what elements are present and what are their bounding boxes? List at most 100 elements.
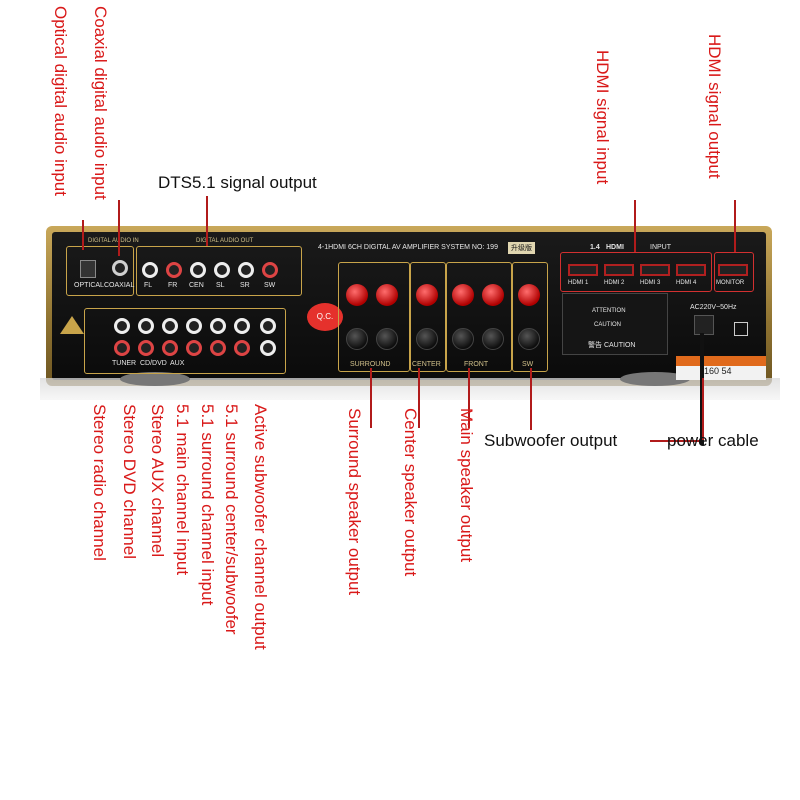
qc-badge: Q.C. — [307, 303, 343, 331]
dts-fr-jack — [166, 262, 182, 278]
digital-input-section — [66, 246, 134, 296]
optical-leader-line — [82, 220, 84, 250]
active-subwoofer-output-label: Active subwoofer channel output — [251, 404, 270, 650]
hdmi-2-port — [604, 264, 634, 276]
dts-sw-label: SW — [264, 282, 276, 289]
upgrade-badge: 升级版 — [508, 242, 535, 254]
sw-black-post — [518, 328, 540, 350]
dts-sr-label: SR — [240, 282, 250, 289]
surround-leader-line — [370, 368, 372, 428]
dts-fr-label: FR — [168, 282, 178, 289]
center-leader-line — [418, 368, 420, 428]
surround-terminal-group — [338, 262, 410, 372]
center-black-post — [416, 328, 438, 350]
monitor-label: MONITOR — [716, 280, 745, 286]
coaxial-leader-line — [118, 200, 120, 256]
surround-center-subwoofer-label: 5.1 surround center/subwoofer — [222, 404, 241, 635]
center-jack — [234, 318, 250, 334]
center-group-label: CENTER — [412, 361, 441, 368]
front-l-black-post — [452, 328, 474, 350]
dts-cen-jack — [190, 262, 206, 278]
hdmi-1-label: HDMI 1 — [568, 280, 589, 286]
caution-cn-label: 警告 CAUTION — [588, 342, 636, 349]
dts-fl-jack — [142, 262, 158, 278]
surround-group-label: SURROUND — [350, 361, 391, 368]
power-leader-line — [702, 378, 704, 440]
dts-sl-jack — [214, 262, 230, 278]
subwoofer-leader-line — [530, 368, 532, 430]
front-terminal-group — [446, 262, 512, 372]
serial-tag — [676, 366, 766, 380]
center-red-post — [416, 284, 438, 306]
dvd-r-jack — [138, 340, 154, 356]
ground-symbol-icon — [734, 322, 748, 336]
sw-group-label: SW — [522, 361, 534, 368]
dts-sr-jack — [238, 262, 254, 278]
main-l-jack — [186, 318, 202, 334]
coaxial-input-label: Coaxial digital audio input — [91, 6, 110, 200]
tuner-r-jack — [114, 340, 130, 356]
subwoofer-horizontal-line — [650, 440, 700, 442]
hdmi-output-leader-line — [734, 200, 736, 252]
dts-sl-label: SL — [216, 282, 225, 289]
hdmi-input-tag: INPUT — [650, 244, 671, 251]
center-terminal-group — [410, 262, 446, 372]
hdmi-4-port — [676, 264, 706, 276]
hdmi-3-port — [640, 264, 670, 276]
hdmi-output-section — [714, 252, 754, 292]
optical-input-label: Optical digital audio input — [51, 6, 70, 196]
surround-speaker-output-label: Surround speaker output — [345, 408, 364, 596]
hdmi-input-leader-line — [634, 200, 636, 252]
stereo-radio-label: Stereo radio channel — [90, 404, 109, 561]
hdmi-input-label: HDMI signal input — [593, 50, 612, 185]
sw-terminal-group — [512, 262, 548, 372]
surround-r-jack — [210, 340, 226, 356]
hdmi-2-label: HDMI 2 — [604, 280, 625, 286]
hdmi-logo: HDMI — [606, 244, 624, 251]
hdmi-input-section — [560, 252, 712, 292]
main-leader-line — [468, 368, 470, 428]
reflection-shelf — [40, 378, 780, 400]
brand-logo-icon — [60, 316, 84, 334]
dts-output-section — [136, 246, 302, 296]
right-foot — [620, 372, 690, 386]
stereo-dvd-label: Stereo DVD channel — [120, 404, 139, 559]
surround-l-black-post — [346, 328, 368, 350]
front-l-red-post — [452, 284, 474, 306]
active-sub-jack-2 — [260, 340, 276, 356]
dvd-l-jack — [138, 318, 154, 334]
left-foot — [120, 372, 190, 386]
digital-audio-in-label: DIGITAL AUDIO IN — [88, 238, 139, 244]
dts-cen-label: CEN — [189, 282, 204, 289]
power-cable-label: power cable — [667, 431, 759, 450]
stereo-aux-label: Stereo AUX channel — [148, 404, 167, 558]
active-sub-jack-1 — [260, 318, 276, 334]
attention-label: ATTENTION — [592, 308, 626, 314]
surround-channel-input-label: 5.1 surround channel input — [198, 404, 217, 606]
front-r-black-post — [482, 328, 504, 350]
system-title: 4-1HDMI 6CH DIGITAL AV AMPLIFIER SYSTEM … — [318, 244, 498, 251]
aux-label: AUX — [170, 360, 185, 367]
tuner-l-jack — [114, 318, 130, 334]
qc-sticker — [676, 356, 766, 366]
surround-r-black-post — [376, 328, 398, 350]
sub-jack — [234, 340, 250, 356]
surround-r-red-post — [376, 284, 398, 306]
hdmi-output-label: HDMI signal output — [705, 34, 724, 179]
hdmi-version: 1.4 — [590, 244, 600, 251]
surround-l-jack — [210, 318, 226, 334]
power-socket — [694, 315, 714, 335]
front-r-red-post — [482, 284, 504, 306]
digital-audio-out-label: DIGITAL AUDIO OUT — [196, 238, 254, 244]
sw-red-post — [518, 284, 540, 306]
dts-fl-label: FL — [144, 282, 153, 289]
tuner-label: TUNER — [112, 360, 137, 367]
hdmi-monitor-port — [718, 264, 748, 276]
main-speaker-output-label: Main speaker output — [457, 408, 476, 563]
dts-leader-line — [206, 196, 208, 246]
aux-r-jack — [162, 340, 178, 356]
analog-input-section — [84, 308, 286, 374]
front-group-label: FRONT — [464, 361, 489, 368]
center-speaker-output-label: Center speaker output — [401, 408, 420, 577]
